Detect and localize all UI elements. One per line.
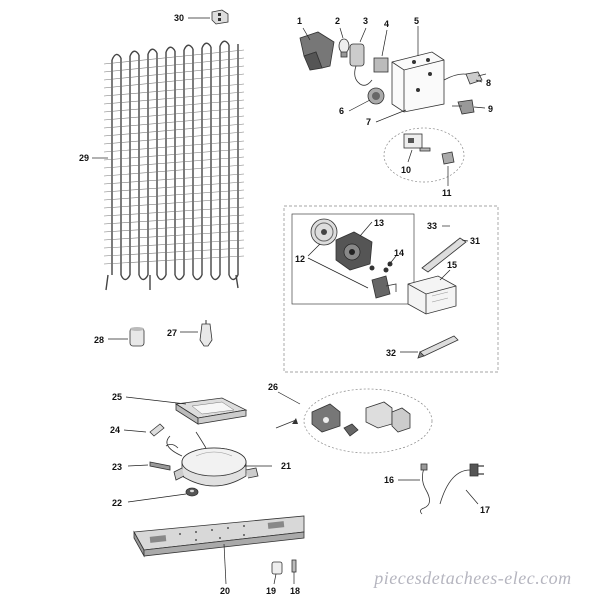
label-25: 25 — [112, 392, 122, 402]
part-13-fan-motor — [335, 231, 373, 271]
label-19: 19 — [266, 586, 276, 596]
label-9: 9 — [488, 104, 493, 114]
label-24: 24 — [110, 425, 120, 435]
part-31-duct — [421, 237, 467, 273]
part-2-lamp — [338, 38, 350, 58]
label-30: 30 — [174, 13, 184, 23]
label-26: 26 — [268, 382, 278, 392]
label-1: 1 — [297, 16, 302, 26]
fan-kit-box — [283, 205, 499, 373]
watermark: piecesdetachees-elec.com — [374, 568, 572, 588]
part-19-foot — [271, 561, 283, 575]
part-26-starter-relay — [311, 401, 411, 437]
label-14: 14 — [394, 248, 404, 258]
label-7: 7 — [366, 117, 371, 127]
label-29: 29 — [79, 153, 89, 163]
part-29-condenser — [103, 40, 245, 291]
part-22-grommet — [185, 487, 199, 497]
part-23-clip — [149, 461, 171, 471]
part-27-dryer — [199, 320, 213, 347]
label-8: 8 — [486, 78, 491, 88]
label-2: 2 — [335, 16, 340, 26]
part-28-filter — [129, 327, 145, 347]
part-1-cover — [299, 31, 335, 71]
label-28: 28 — [94, 335, 104, 345]
part-25-base-tray — [174, 397, 248, 425]
part-32-heater — [417, 335, 459, 359]
part-3-lamp-holder — [349, 43, 373, 86]
label-3: 3 — [363, 16, 368, 26]
part-6-knob — [367, 87, 385, 105]
part-4-diffuser — [373, 57, 389, 73]
part-24-tube — [149, 423, 165, 437]
part-21-compressor — [165, 431, 259, 487]
part-8-switch — [465, 71, 487, 85]
part-16-cable-harness — [420, 463, 430, 515]
part-18-screw — [291, 559, 297, 573]
part-9-connector — [452, 99, 475, 115]
part-20-bottom-plate — [133, 515, 305, 558]
fan-kit-inner-frame — [291, 213, 415, 305]
part-10-thermostat — [403, 133, 431, 152]
part-17-power-cord — [439, 463, 484, 505]
part-12-fan-blade — [310, 218, 338, 246]
label-18: 18 — [290, 586, 300, 596]
part-14-bracket — [371, 275, 397, 299]
part-14-screws — [369, 261, 393, 273]
label-32: 32 — [386, 348, 396, 358]
part-11-button — [441, 151, 455, 165]
part-5-thermostat-housing — [391, 51, 479, 113]
label-12: 12 — [295, 254, 305, 264]
label-23: 23 — [112, 462, 122, 472]
label-22: 22 — [112, 498, 122, 508]
label-15: 15 — [447, 260, 457, 270]
part-30-connector — [211, 9, 229, 25]
label-17: 17 — [480, 505, 490, 515]
label-13: 13 — [374, 218, 384, 228]
label-5: 5 — [414, 16, 419, 26]
label-31: 31 — [470, 236, 480, 246]
label-16: 16 — [384, 475, 394, 485]
part-15-fan-cover — [407, 275, 457, 315]
label-20: 20 — [220, 586, 230, 596]
label-10: 10 — [401, 165, 411, 175]
label-6: 6 — [339, 106, 344, 116]
label-33: 33 — [427, 221, 437, 231]
label-27: 27 — [167, 328, 177, 338]
label-4: 4 — [384, 19, 389, 29]
label-11: 11 — [442, 188, 452, 198]
label-21: 21 — [281, 461, 291, 471]
